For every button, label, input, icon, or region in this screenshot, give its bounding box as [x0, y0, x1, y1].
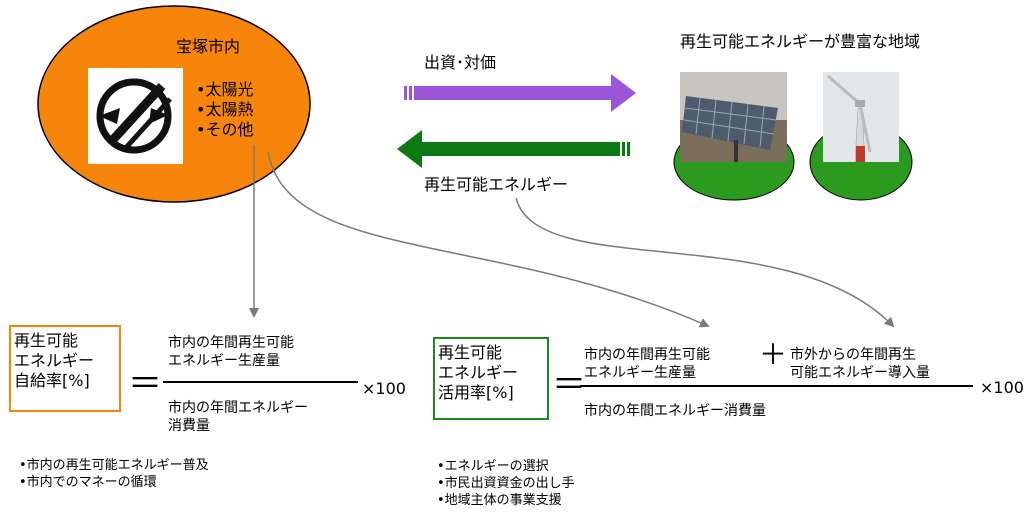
self-sufficiency-multiplier: ×100	[362, 379, 406, 398]
city-area-title: 宝塚市内	[176, 37, 241, 56]
benefit-item: •地域主体の事業支援	[437, 493, 562, 508]
source-solar-thermal: •太陽熱	[196, 100, 254, 119]
numerator-b-line1: 市外からの年間再生	[790, 347, 916, 363]
numerator-a-line2: エネルギー生産量	[584, 365, 696, 381]
source-other: •その他	[196, 120, 254, 139]
wind-turbine-image	[809, 72, 913, 201]
self-sufficiency-label-line3: 自給率[%]	[14, 371, 90, 390]
connector-utilization-a	[267, 151, 710, 328]
utilization-denominator: 市内の年間エネルギー消費量	[584, 403, 766, 419]
self-sufficiency-label-line2: エネルギー	[14, 351, 95, 370]
utilization-multiplier: ×100	[980, 378, 1024, 397]
self-sufficiency-label-box: 再生可能 エネルギー 自給率[%]	[9, 325, 121, 412]
utilization-numerator-a: 市内の年間再生可能 エネルギー生産量	[584, 346, 710, 382]
numerator-line1: 市内の年間再生可能	[168, 335, 294, 351]
source-solar-pv: •太陽光	[196, 80, 254, 99]
self-sufficiency-numerator: 市内の年間再生可能 エネルギー生産量	[168, 334, 294, 370]
denominator-line2: 消費量	[168, 418, 210, 434]
benefit-item: •市民出資資金の出し手	[437, 476, 575, 491]
solar-panel-image	[673, 72, 795, 201]
investment-label: 出資･対価	[424, 53, 497, 72]
numerator-b-line2: 可能エネルギー導入量	[790, 365, 930, 381]
utilization-label-line1: 再生可能	[438, 343, 503, 362]
energy-label: 再生可能エネルギー	[424, 175, 569, 194]
utilization-label-line2: エネルギー	[438, 363, 519, 382]
denominator-line1: 市内の年間エネルギー	[168, 400, 308, 416]
utilization-plus: ＋	[759, 338, 788, 371]
region-title: 再生可能エネルギーが豊富な地域	[680, 32, 921, 51]
utilization-numerator-b: 市外からの年間再生 可能エネルギー導入量	[790, 346, 930, 382]
utilization-label-box: 再生可能 エネルギー 活用率[%]	[433, 337, 549, 420]
utilization-label-line3: 活用率[%]	[438, 383, 514, 402]
numerator-a-line1: 市内の年間再生可能	[584, 347, 710, 363]
benefit-item: •市内でのマネーの循環	[19, 475, 157, 490]
benefit-item: •市内の再生可能エネルギー普及	[19, 458, 209, 473]
benefit-item: •エネルギーの選択	[437, 459, 549, 474]
city-energy-sources: •太陽光 •太陽熱 •その他	[196, 80, 253, 140]
connector-utilization-b	[515, 197, 895, 328]
self-sufficiency-equals: ＝	[128, 364, 162, 404]
utilization-benefits: •エネルギーの選択 •市民出資資金の出し手 •地域主体の事業支援	[437, 458, 575, 509]
self-sufficiency-denominator: 市内の年間エネルギー 消費量	[168, 399, 308, 435]
utilization-fraction-bar	[580, 385, 973, 387]
self-sufficiency-benefits: •市内の再生可能エネルギー普及 •市内でのマネーの循環	[19, 457, 209, 491]
numerator-line2: エネルギー生産量	[168, 353, 280, 369]
energy-arrow	[397, 130, 630, 168]
self-sufficiency-fraction-bar	[163, 381, 358, 383]
self-sufficiency-label-line1: 再生可能	[14, 331, 79, 350]
city-emblem-logo	[88, 68, 183, 164]
investment-arrow	[404, 74, 636, 112]
